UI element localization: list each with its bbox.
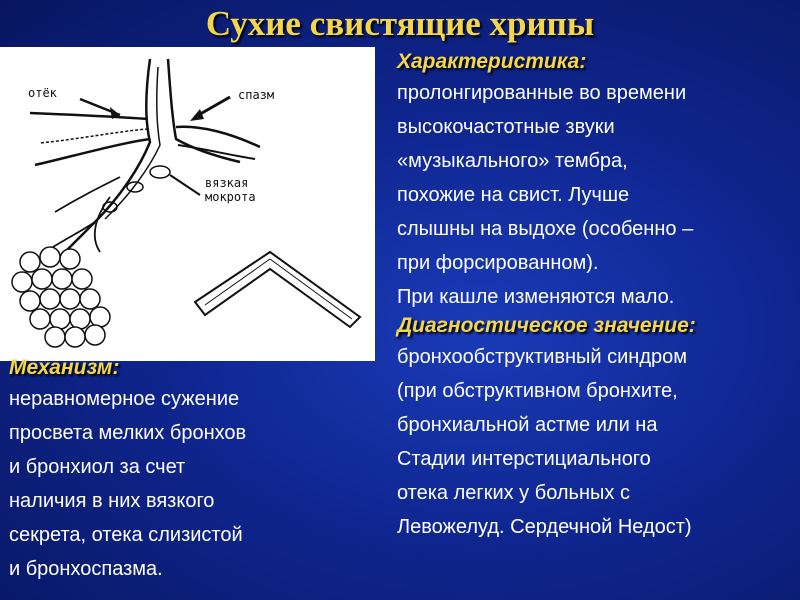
characteristic-line: похожие на свист. Лучше [397, 184, 630, 206]
edema-label: отёк [28, 86, 58, 100]
diagnostic-line: Стадии интерстициального [397, 448, 651, 470]
slide-title: Сухие свистящие хрипы [205, 4, 595, 43]
diagnostic-line: бронхиальной астме или на [397, 414, 658, 436]
mechanism-line: секрета, отека слизистой [9, 524, 243, 546]
right-branch [175, 125, 261, 149]
left-branch-lower [34, 137, 151, 167]
characteristic-line: пролонгированные во времени [397, 82, 687, 104]
diagnostic-line: (при обструктивном бронхите, [397, 380, 678, 402]
mechanism-line: неравномерное сужение [9, 388, 240, 410]
left-branch [29, 111, 149, 121]
mechanism-line: просвета мелких бронхов [9, 422, 247, 444]
diagnostic-line: бронхообструктивный синдром [397, 346, 688, 368]
characteristic-line: при форсированном). [397, 252, 599, 274]
diagnostic-text: бронхообструктивный синдром (при обструк… [397, 340, 797, 544]
diagnostic-heading: Диагностическое значение: [397, 314, 696, 337]
mucus-blob [102, 201, 118, 213]
left-column: Механизм: неравномерное сужение просвета… [9, 356, 379, 586]
mucus-label-line1: вязкая [205, 176, 248, 190]
mucus-arrow [169, 174, 201, 196]
right-column: Характеристика: пролонгированные во врем… [397, 50, 797, 544]
bronchus-inner [104, 66, 161, 220]
mucus-blob [149, 165, 171, 179]
mechanism-heading: Механизм: [9, 356, 120, 379]
characteristic-text: пролонгированные во времени высокочастот… [397, 76, 797, 314]
right-branch-lower [177, 144, 256, 160]
mechanism-line: и бронхоспазма. [9, 558, 163, 580]
mechanism-line: и бронхиол за счет [9, 456, 186, 478]
spasm-label: спазм [238, 88, 274, 102]
small-branch-1 [54, 176, 121, 213]
mechanism-line: наличия в них вязкого [9, 490, 215, 512]
characteristic-line: высокочастотные звуки [397, 116, 615, 138]
characteristic-line: слышны на выдохе (особенно – [397, 218, 694, 240]
characteristic-heading: Характеристика: [397, 50, 587, 73]
spasm-arrowhead [190, 109, 204, 121]
diagnostic-line: Левожелуд. Сердечной Недост) [397, 516, 692, 538]
bronchi-drawing: отёк спазм вязкая мокрота [11, 58, 362, 348]
mucus-blob [126, 181, 144, 193]
bronchus-trunk [59, 58, 152, 258]
left-branch-inner [39, 128, 149, 144]
characteristic-line: «музыкального» тембра, [397, 150, 628, 172]
alveoli-cluster [11, 246, 111, 348]
mechanism-text: неравномерное сужение просвета мелких бр… [9, 382, 379, 586]
bronchus-trunk-right [166, 58, 241, 164]
chevron-shape [193, 250, 362, 329]
small-branch-2 [93, 196, 111, 253]
edema-arrowhead [110, 107, 120, 119]
diagnostic-line: отека легких у больных с [397, 482, 630, 504]
bronchi-illustration: отёк спазм вязкая мокрота [0, 47, 375, 361]
characteristic-line: При кашле изменяются мало. [397, 286, 675, 308]
mucus-label-line2: мокрота [205, 190, 256, 204]
